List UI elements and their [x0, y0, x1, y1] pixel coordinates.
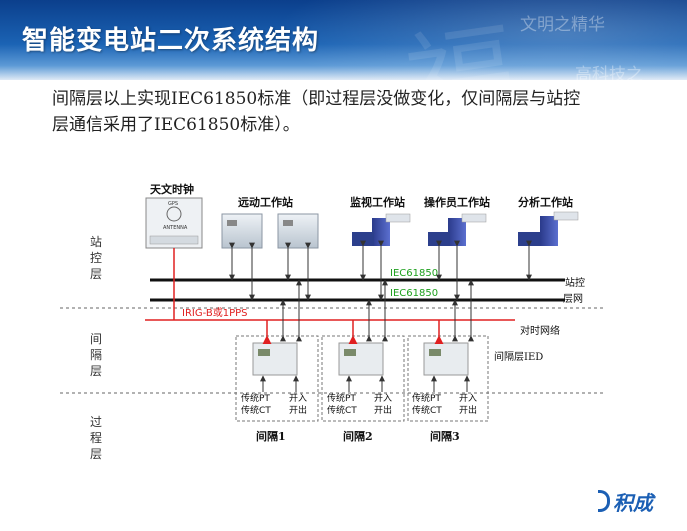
bay-1-pt: 传统PT	[241, 392, 270, 404]
svg-text:过: 过	[90, 415, 102, 429]
bay-3-label: 间隔3	[430, 429, 460, 443]
bay-1-do: 开出	[289, 404, 307, 416]
svg-text:隔: 隔	[90, 348, 102, 362]
station-label-remote: 远动工作站	[238, 195, 293, 209]
layer-label-station: 站 控 层	[90, 235, 102, 281]
svg-text:间: 间	[90, 332, 102, 346]
bay-3-pt: 传统PT	[412, 392, 441, 404]
svg-text:站: 站	[90, 235, 102, 249]
logo-text: 积成	[613, 491, 653, 515]
layer-label-bay: 间 隔 层	[90, 332, 102, 378]
bay-1: 传统PT 传统CT 开入 开出 间隔1	[235, 279, 319, 443]
bay-ied-label: 间隔层IED	[494, 350, 543, 363]
bay-2-do: 开出	[374, 404, 392, 416]
bay-2-pt: 传统PT	[327, 392, 356, 404]
gps-label-1: GPS	[168, 201, 178, 207]
slide-paragraph: 间隔层以上实现IEC61850标准（即过程层没做变化，仅间隔层与站控 层通信采用…	[52, 86, 667, 138]
bay-3: 传统PT 传统CT 开入 开出 间隔3	[407, 279, 489, 443]
header-swoosh	[250, 0, 687, 80]
svg-text:程: 程	[90, 430, 102, 445]
station-label-operator: 操作员工作站	[424, 195, 490, 209]
paragraph-line-2: 层通信采用了IEC61850标准）。	[52, 115, 300, 135]
station-label-analysis: 分析工作站	[518, 195, 573, 209]
gps-label-2: ANTENNA	[163, 225, 188, 231]
slide-title: 智能变电站二次系统结构	[22, 26, 320, 56]
bus-label-2: IEC61850	[390, 288, 438, 299]
bay-3-di: 开入	[459, 393, 477, 404]
analysis-workstation-icon	[518, 211, 579, 246]
header-watermark-2: 高科技之	[575, 65, 643, 80]
operator-workstation-icon	[428, 213, 487, 246]
bay-3-ct: 传统CT	[412, 404, 442, 416]
station-label-clock: 天文时钟	[150, 182, 194, 196]
paragraph-line-1: 间隔层以上实现IEC61850标准（即过程层没做变化，仅间隔层与站控	[52, 89, 581, 109]
bay-1-ct: 传统CT	[241, 404, 271, 416]
bay-2-di: 开入	[374, 393, 392, 404]
svg-text:控: 控	[90, 251, 102, 265]
svg-text:层: 层	[90, 364, 102, 378]
irig-label: IRIG-B或1PPS	[182, 307, 247, 319]
remote-workstation-icon-1	[221, 213, 263, 249]
svg-text:层: 层	[90, 447, 102, 461]
svg-text:层: 层	[90, 267, 102, 281]
station-label-monitor: 监视工作站	[350, 195, 405, 209]
bus-label-1: IEC61850	[390, 268, 438, 279]
monitor-workstation-icon	[352, 213, 411, 246]
station-network-label-2: 层网	[563, 293, 583, 305]
slide-header: 福 文明之精华 高科技之 智能变电站二次系统结构	[0, 0, 687, 80]
header-watermark-1: 文明之精华	[520, 15, 605, 35]
remote-workstation-icon-2	[277, 213, 319, 249]
layer-label-process: 过 程 层	[90, 415, 102, 461]
time-network-label: 对时网络	[520, 324, 560, 337]
bay-2-label: 间隔2	[343, 429, 373, 443]
bay-1-label: 间隔1	[256, 429, 286, 443]
company-logo: 积成	[598, 487, 678, 515]
logo-arc-icon	[598, 490, 610, 512]
bay-3-do: 开出	[459, 404, 477, 416]
gps-clock-device: GPS ANTENNA	[145, 197, 203, 249]
station-network-label-1: 站控	[565, 276, 585, 289]
bay-2: 传统PT 传统CT 开入 开出 间隔2	[321, 279, 405, 443]
station-connectors	[229, 240, 532, 301]
bay-2-ct: 传统CT	[327, 404, 357, 416]
bay-1-di: 开入	[289, 393, 307, 404]
